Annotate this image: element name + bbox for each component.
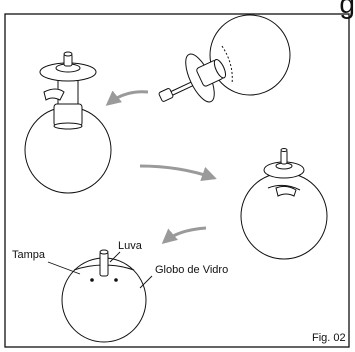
loose-globe <box>209 14 291 96</box>
label-tampa: Tampa <box>12 249 46 261</box>
label-globo: Globo de Vidro <box>155 264 229 276</box>
step3-sleeve <box>99 251 109 277</box>
step2-assembly <box>240 148 328 260</box>
label-luva: Luva <box>118 240 142 252</box>
leader-luva <box>109 251 121 263</box>
leader-tampa <box>47 261 81 275</box>
step1-assembly <box>24 51 112 194</box>
leader-globo <box>139 275 153 289</box>
figure-caption: Fig. 02 <box>312 332 346 344</box>
arrow-step1-to-step2 <box>139 164 217 182</box>
step3-assembly <box>61 249 147 343</box>
arrow-step2-to-step3 <box>161 226 207 244</box>
arrow-step0-to-step1 <box>105 90 149 106</box>
diagram-border <box>4 13 350 348</box>
step0-parts <box>158 14 291 103</box>
page-number-fragment: g <box>339 0 355 19</box>
